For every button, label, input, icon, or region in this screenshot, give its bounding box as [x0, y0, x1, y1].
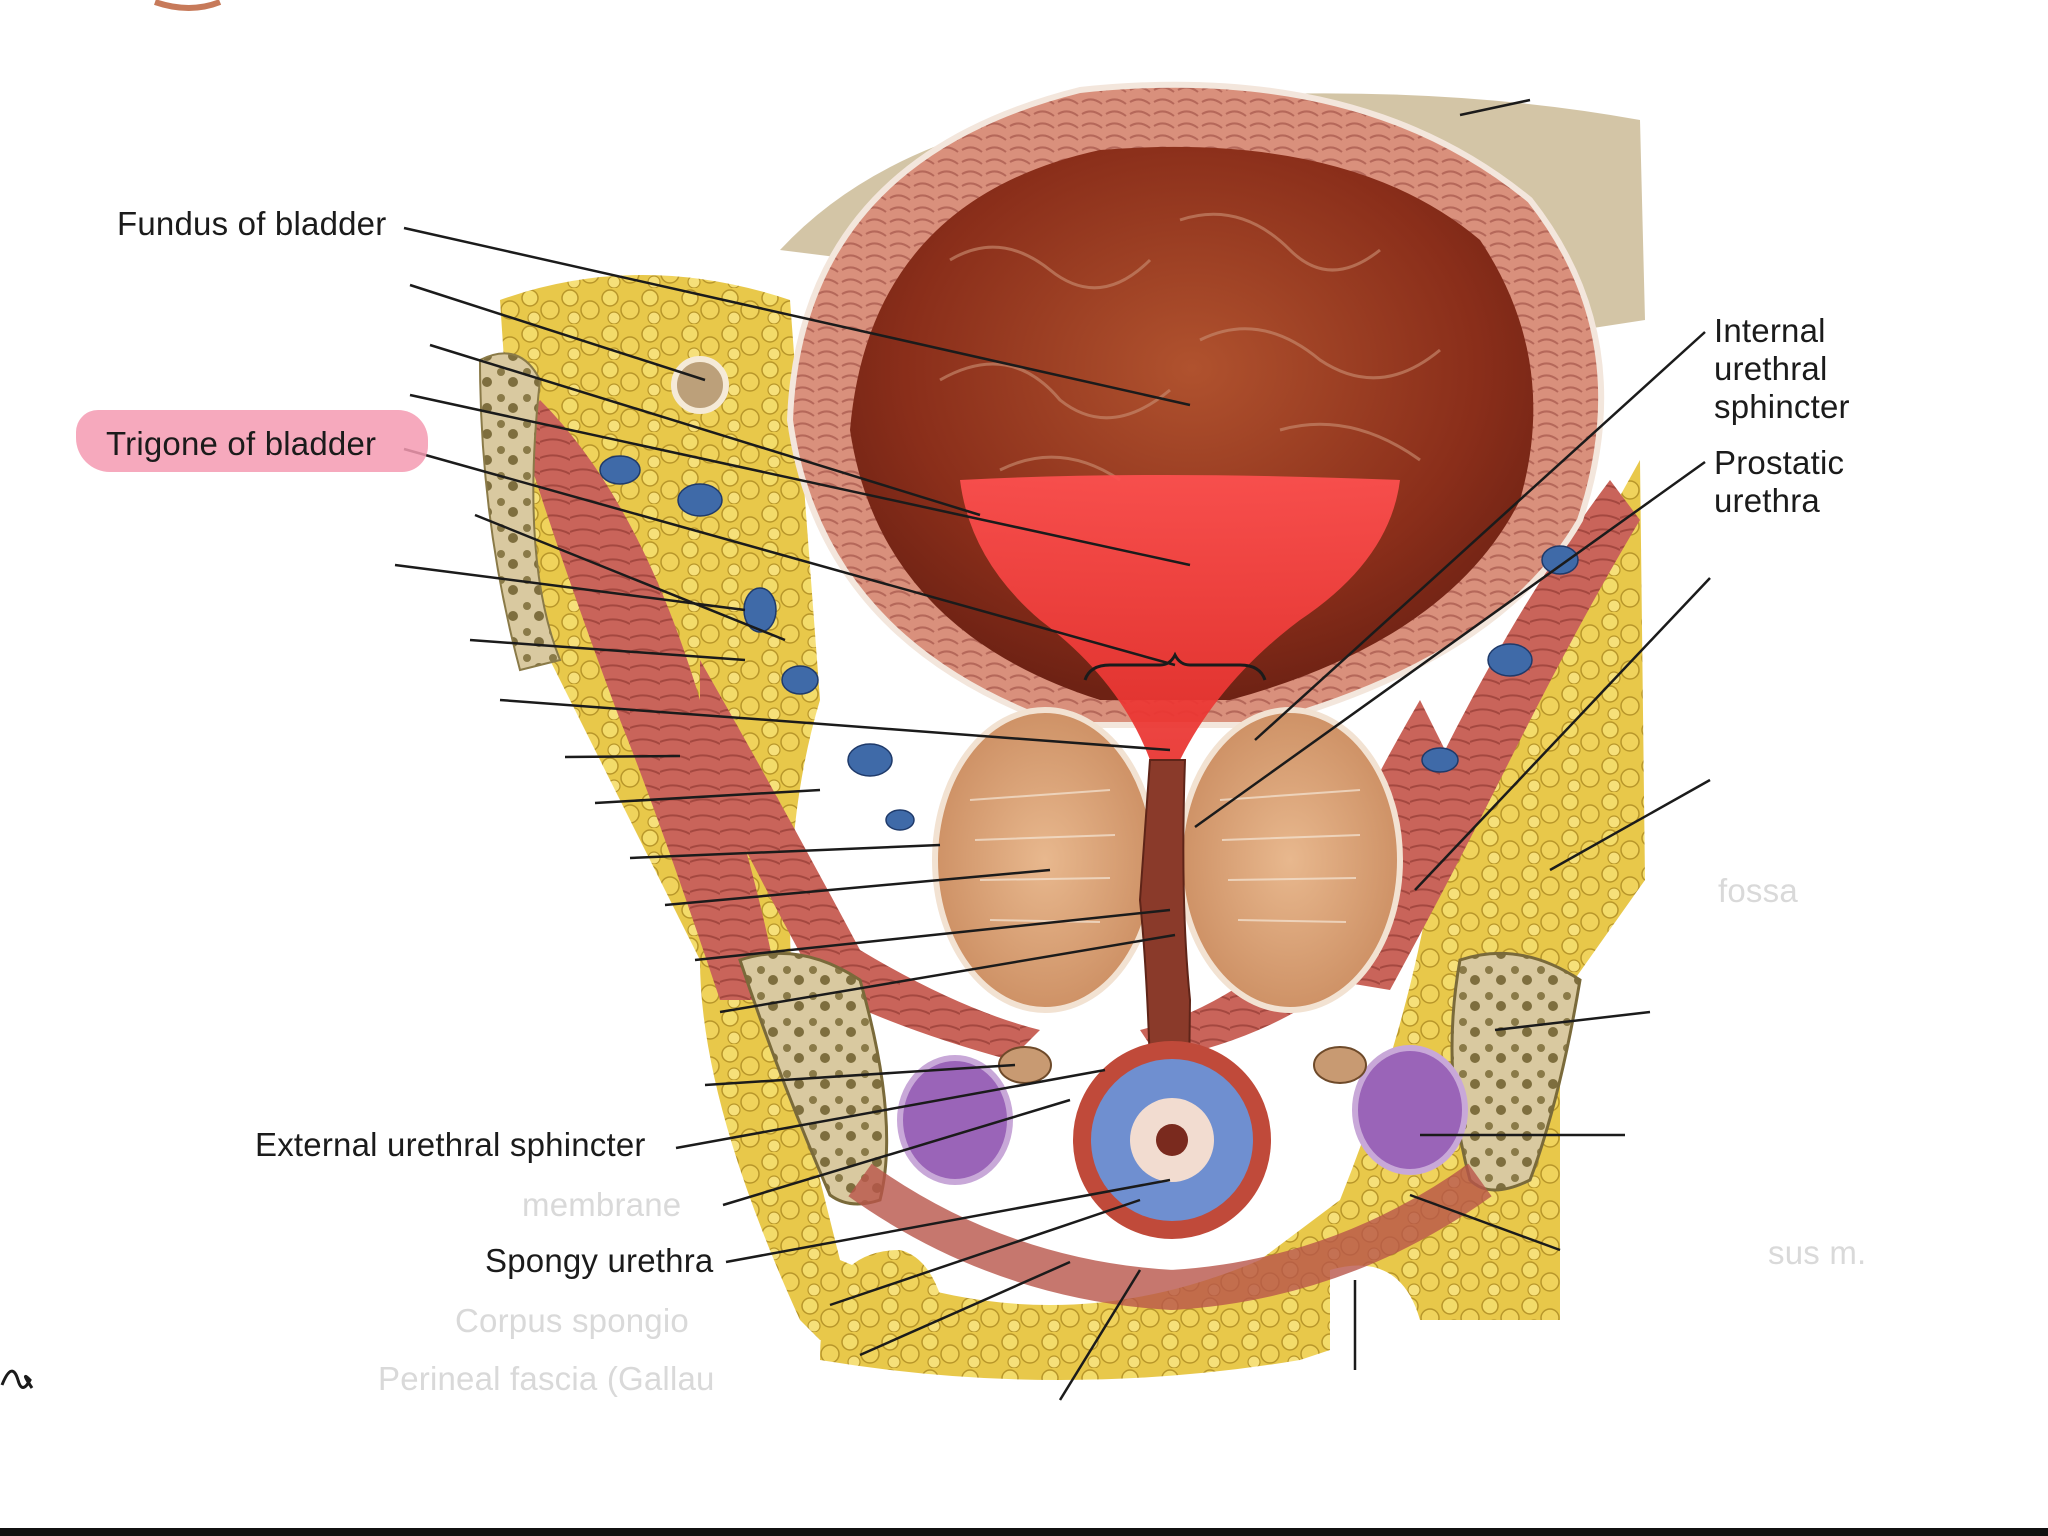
- trigone-highlight: [76, 410, 428, 472]
- label-external-urethral-sphincter: External urethral sphincter: [255, 1126, 646, 1163]
- label-internal-urethral-sphincter-2: urethral: [1714, 350, 1828, 387]
- label-trigone-of-bladder: Trigone of bladder: [106, 425, 377, 462]
- faded-label-fossa: fossa: [1718, 872, 1798, 909]
- faded-label-perineal: Perineal fascia (Gallau: [378, 1360, 715, 1397]
- label-spongy-urethra: Spongy urethra: [485, 1242, 714, 1279]
- label-internal-urethral-sphincter-1: Internal: [1714, 312, 1826, 349]
- faded-label-corpus: Corpus spongio: [455, 1302, 689, 1339]
- faded-label-membrane: membrane: [522, 1186, 682, 1223]
- bottom-edge: [0, 1528, 2048, 1536]
- label-prostatic-urethra-1: Prostatic: [1714, 444, 1845, 481]
- label-internal-urethral-sphincter-3: sphincter: [1714, 388, 1850, 425]
- faded-label-muscle: sus m.: [1768, 1234, 1867, 1271]
- label-fundus-of-bladder: Fundus of bladder: [117, 205, 387, 242]
- label-prostatic-urethra-2: urethra: [1714, 482, 1820, 519]
